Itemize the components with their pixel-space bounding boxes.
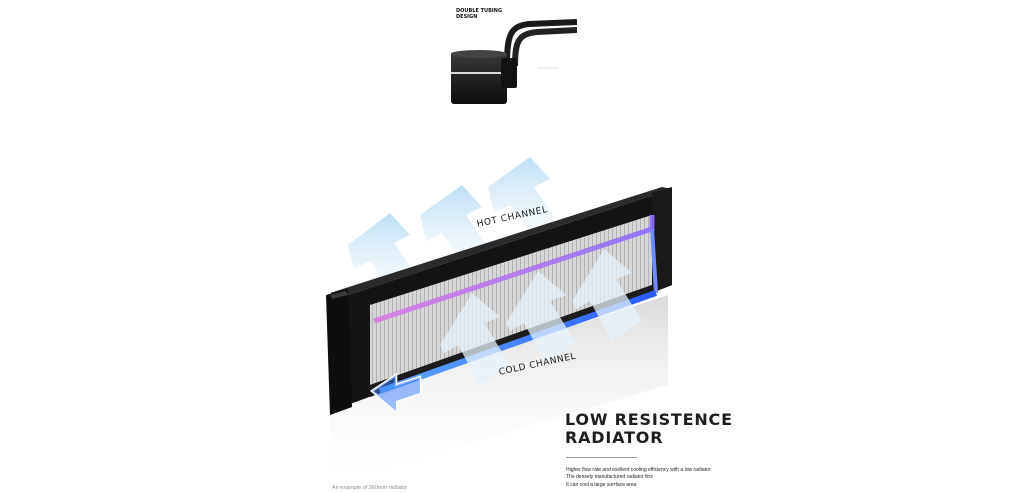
feature-line-3: It can cool a large surrface area [566,481,637,488]
radiator-icon [326,187,672,415]
aio-pump-icon [451,19,577,104]
feature-line-1: Higher flow rate and exellent cooling ef… [566,467,711,473]
radiator-caption: An example of 360mm radiator [332,485,408,491]
tubing-heading-line-1: DOUBLE TUBING [456,8,503,14]
feature-title: LOW RESISTENCE RADIATOR [565,411,733,447]
feature-line-2: The densely manufactured radiator fins [566,474,653,481]
radiator-illustration [326,157,672,485]
tubing-inset-panel: DOUBLE TUBING DESIGN [449,4,577,112]
radiator-reflection [330,295,668,485]
airflow-arrow-front-icon [440,249,642,385]
tubing-heading: DOUBLE TUBING DESIGN [456,8,526,20]
feature-description: Higher flow rate and exellent cooling ef… [566,467,710,489]
feature-title-line-1: LOW RESISTENCE [565,410,733,429]
feature-title-line-2: RADIATOR [565,428,664,447]
feature-divider [566,457,637,458]
tubing-heading-line-2: DESIGN [456,14,478,20]
